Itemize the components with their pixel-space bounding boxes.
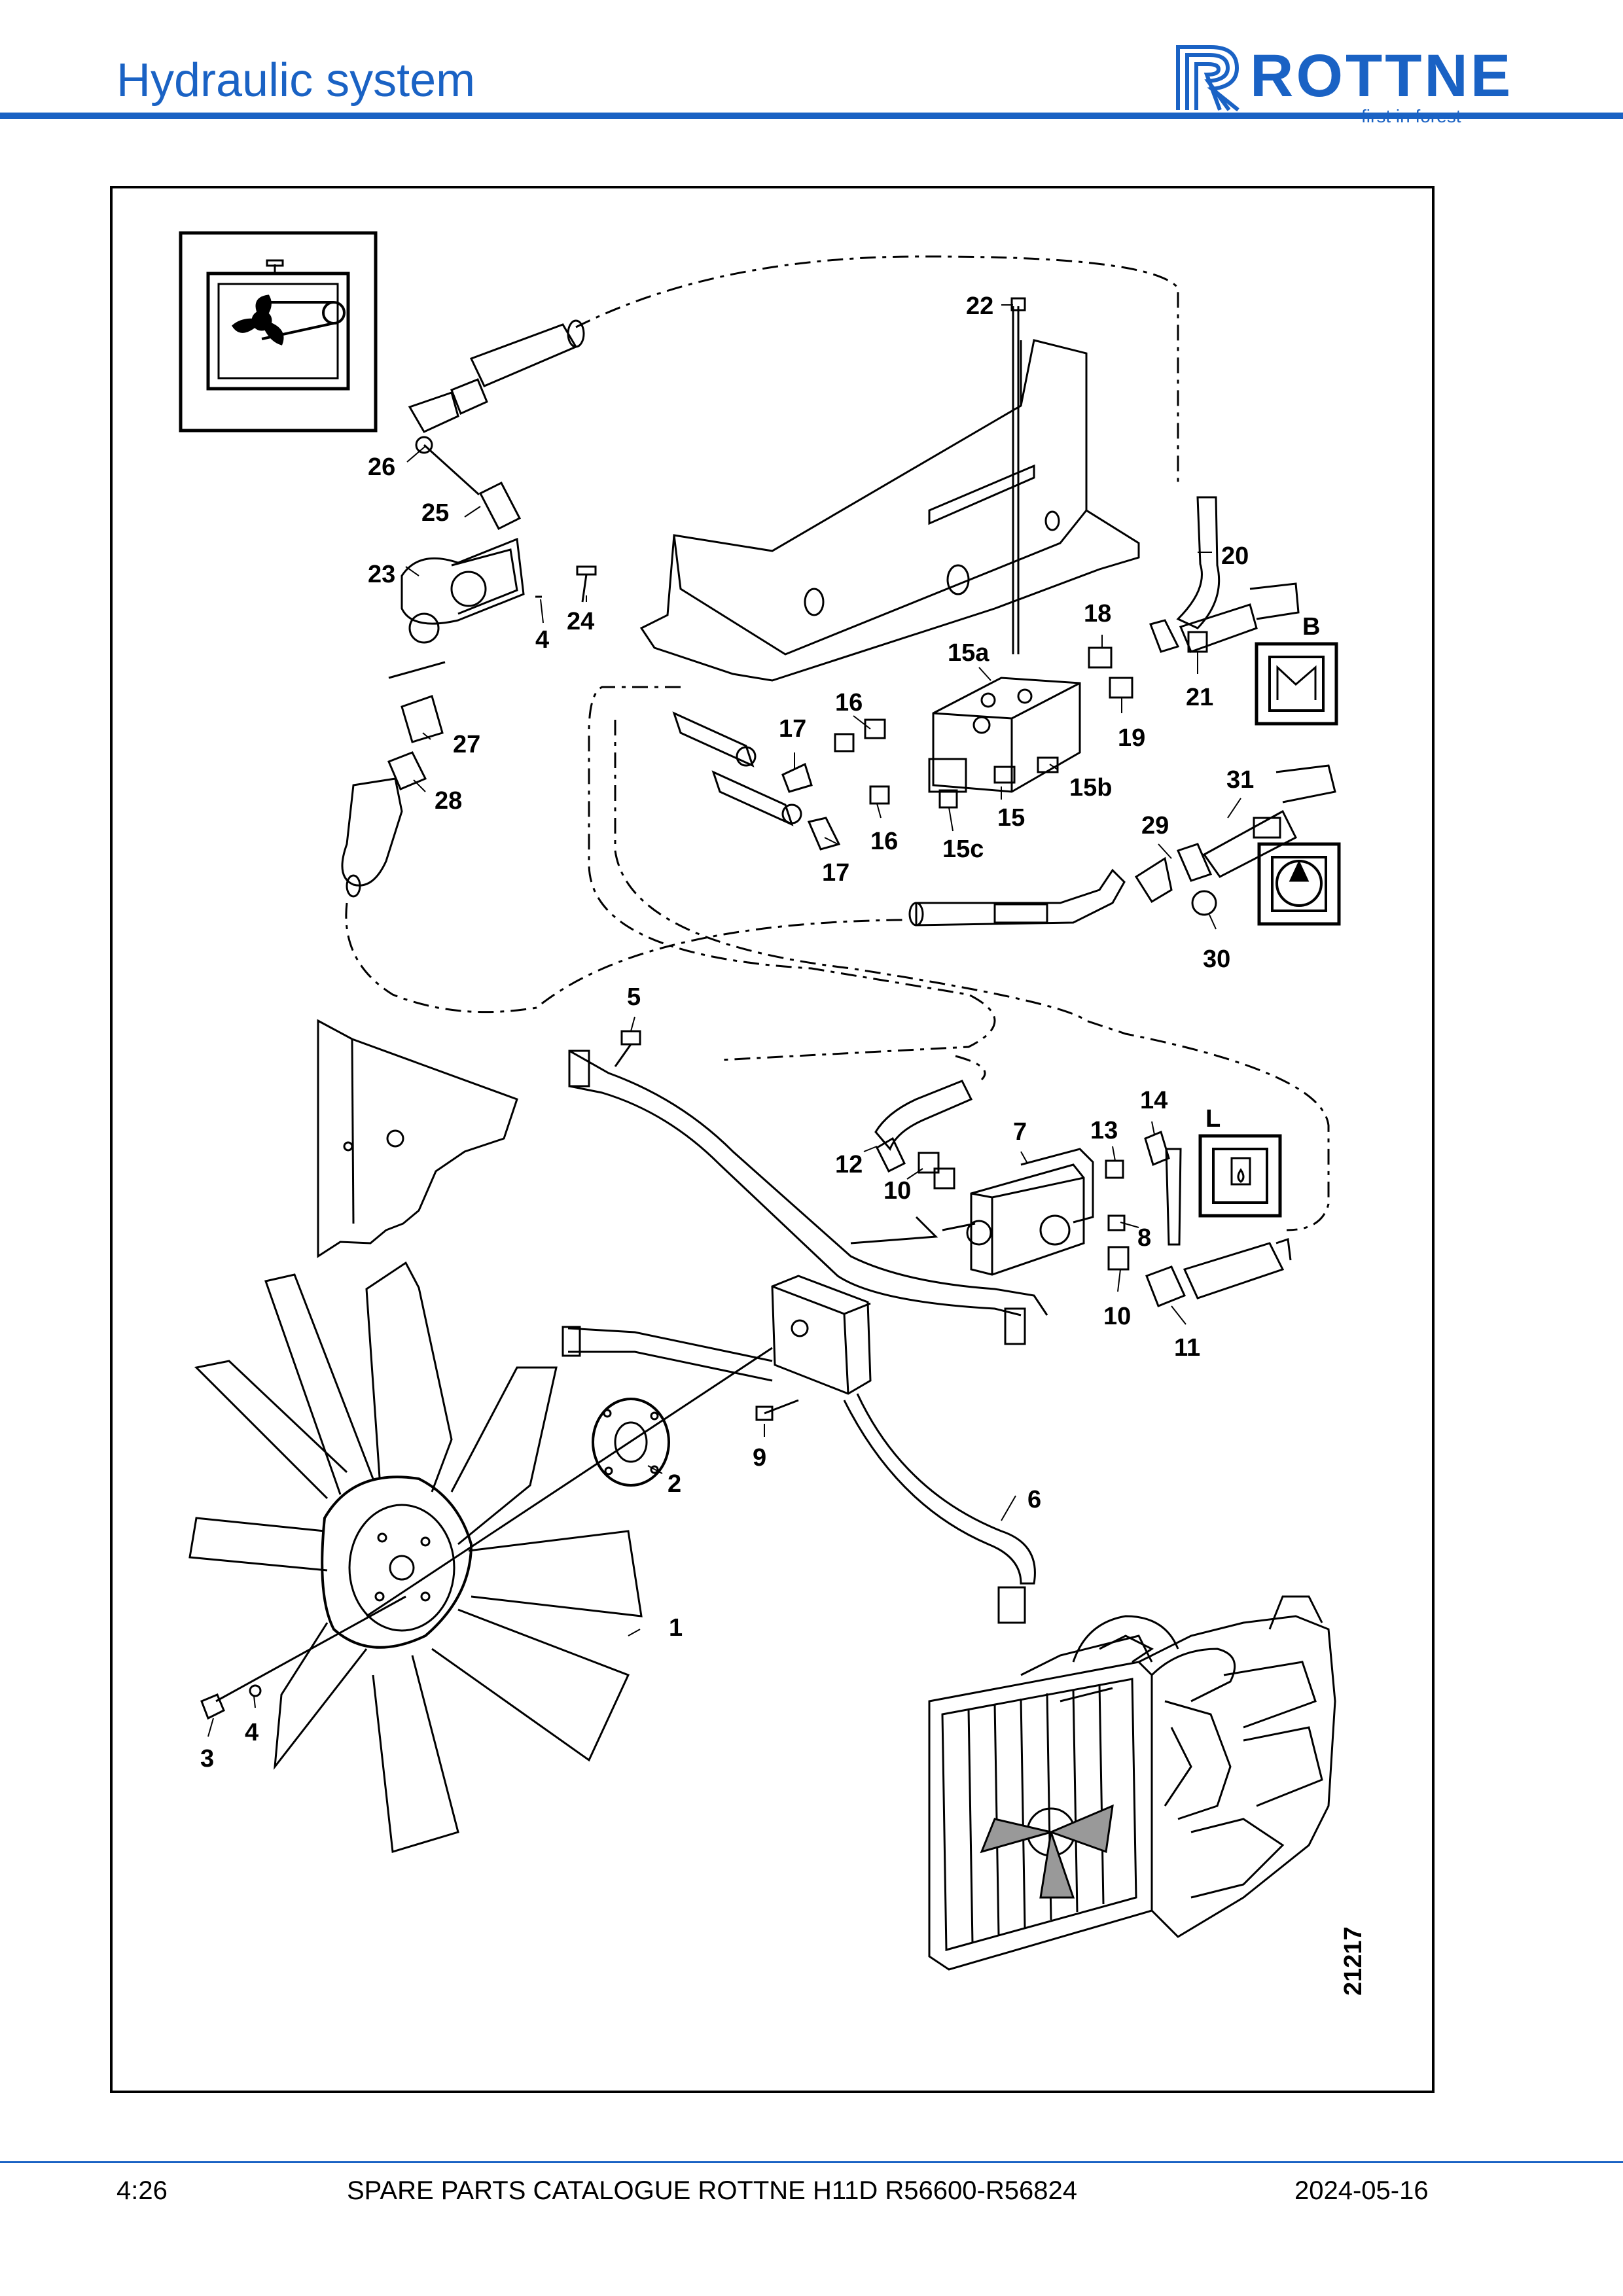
page-number: 4:26 [116, 2176, 168, 2205]
engine-illustration [928, 1595, 1336, 1971]
valve-block [928, 677, 1081, 809]
figure-frame [110, 186, 1435, 2093]
callout-2: 2 [668, 1470, 681, 1498]
callout-16-bottom: 16 [870, 828, 898, 855]
callout-5: 6 [1027, 1486, 1041, 1513]
callout-21: 21 [1186, 684, 1213, 711]
callout-17-top: 17 [779, 715, 806, 743]
hydraulic-line-dashed [345, 255, 1330, 1231]
callout-31: 31 [1226, 766, 1254, 794]
callout-14: 14 [1140, 1087, 1168, 1114]
fan-drive-icon [179, 231, 378, 433]
callout-6: 9 [753, 1444, 766, 1472]
catalogue-title: SPARE PARTS CATALOGUE ROTTNE H11D R56600… [347, 2176, 1077, 2205]
pump-assembly [341, 319, 597, 898]
callout-8: 8 [1137, 1224, 1151, 1252]
logo-wordmark: ROTTNE [1250, 43, 1514, 109]
callout-27: 27 [453, 731, 480, 758]
callout-labels: 22 15a 15b 15 15c 16 16 17 17 18 19 20 2… [200, 292, 1367, 1996]
bolts [200, 1030, 799, 1720]
callout-15c: 15c [942, 836, 984, 863]
return-hose-assembly [908, 764, 1336, 927]
fan-bracket-frame [317, 1019, 518, 1258]
callout-4-bottom: 4 [245, 1719, 259, 1746]
callout-10-bottom: 10 [1103, 1303, 1131, 1330]
rottne-r-mark-icon [1176, 45, 1240, 112]
footer-divider [0, 2161, 1623, 2163]
callout-18: 18 [1084, 600, 1111, 627]
oil-level-icon [1198, 1134, 1282, 1218]
callout-16-top: 16 [835, 689, 863, 716]
fan-pump [850, 1148, 1094, 1276]
callout-28: 28 [435, 787, 462, 815]
valve-mount-bracket [639, 297, 1140, 682]
callout-leaders [207, 304, 1241, 1737]
pump-fittings [874, 1080, 1292, 1307]
callout-15: 15 [997, 804, 1025, 832]
callout-1: 1 [669, 1614, 683, 1642]
pressure-gauge-icon [1257, 842, 1341, 926]
rottne-logo: ROTTNE first in forest [1171, 38, 1518, 126]
callout-15a: 15a [948, 639, 990, 667]
callout-12: 12 [835, 1151, 863, 1178]
figure-number: 21217 [1340, 1926, 1367, 1996]
callout-26: 26 [368, 453, 395, 481]
callout-9: 5 [627, 983, 641, 1011]
callout-17-bottom: 17 [822, 859, 849, 887]
page-title: Hydraulic system [116, 54, 476, 107]
header-divider [0, 113, 1623, 119]
callout-25: 25 [421, 499, 449, 527]
callout-20: 20 [1221, 542, 1249, 570]
mounting-tube-frame [562, 1050, 1048, 1624]
callout-11: 11 [1174, 1334, 1200, 1362]
callout-24: 24 [567, 608, 594, 635]
callout-10-top: 10 [883, 1177, 911, 1205]
callout-15b: 15b [1069, 774, 1112, 802]
catalogue-date: 2024-05-16 [1294, 2176, 1429, 2205]
callout-30: 30 [1203, 945, 1230, 973]
callout-23: 23 [368, 561, 395, 588]
fan-hub-flange [366, 1347, 773, 1617]
symbol-label-b: B [1302, 613, 1320, 641]
callout-13: 13 [1090, 1117, 1118, 1144]
callout-29: 29 [1141, 812, 1169, 839]
cooling-fan [188, 1261, 643, 1853]
callout-19: 19 [1118, 724, 1145, 752]
callout-7: 7 [1013, 1118, 1027, 1146]
callout-22: 22 [966, 292, 993, 320]
callout-3: 3 [200, 1745, 214, 1773]
callout-4-top: 4 [535, 626, 549, 654]
return-filter-icon [1255, 642, 1338, 726]
symbol-label-l: L [1205, 1105, 1221, 1133]
